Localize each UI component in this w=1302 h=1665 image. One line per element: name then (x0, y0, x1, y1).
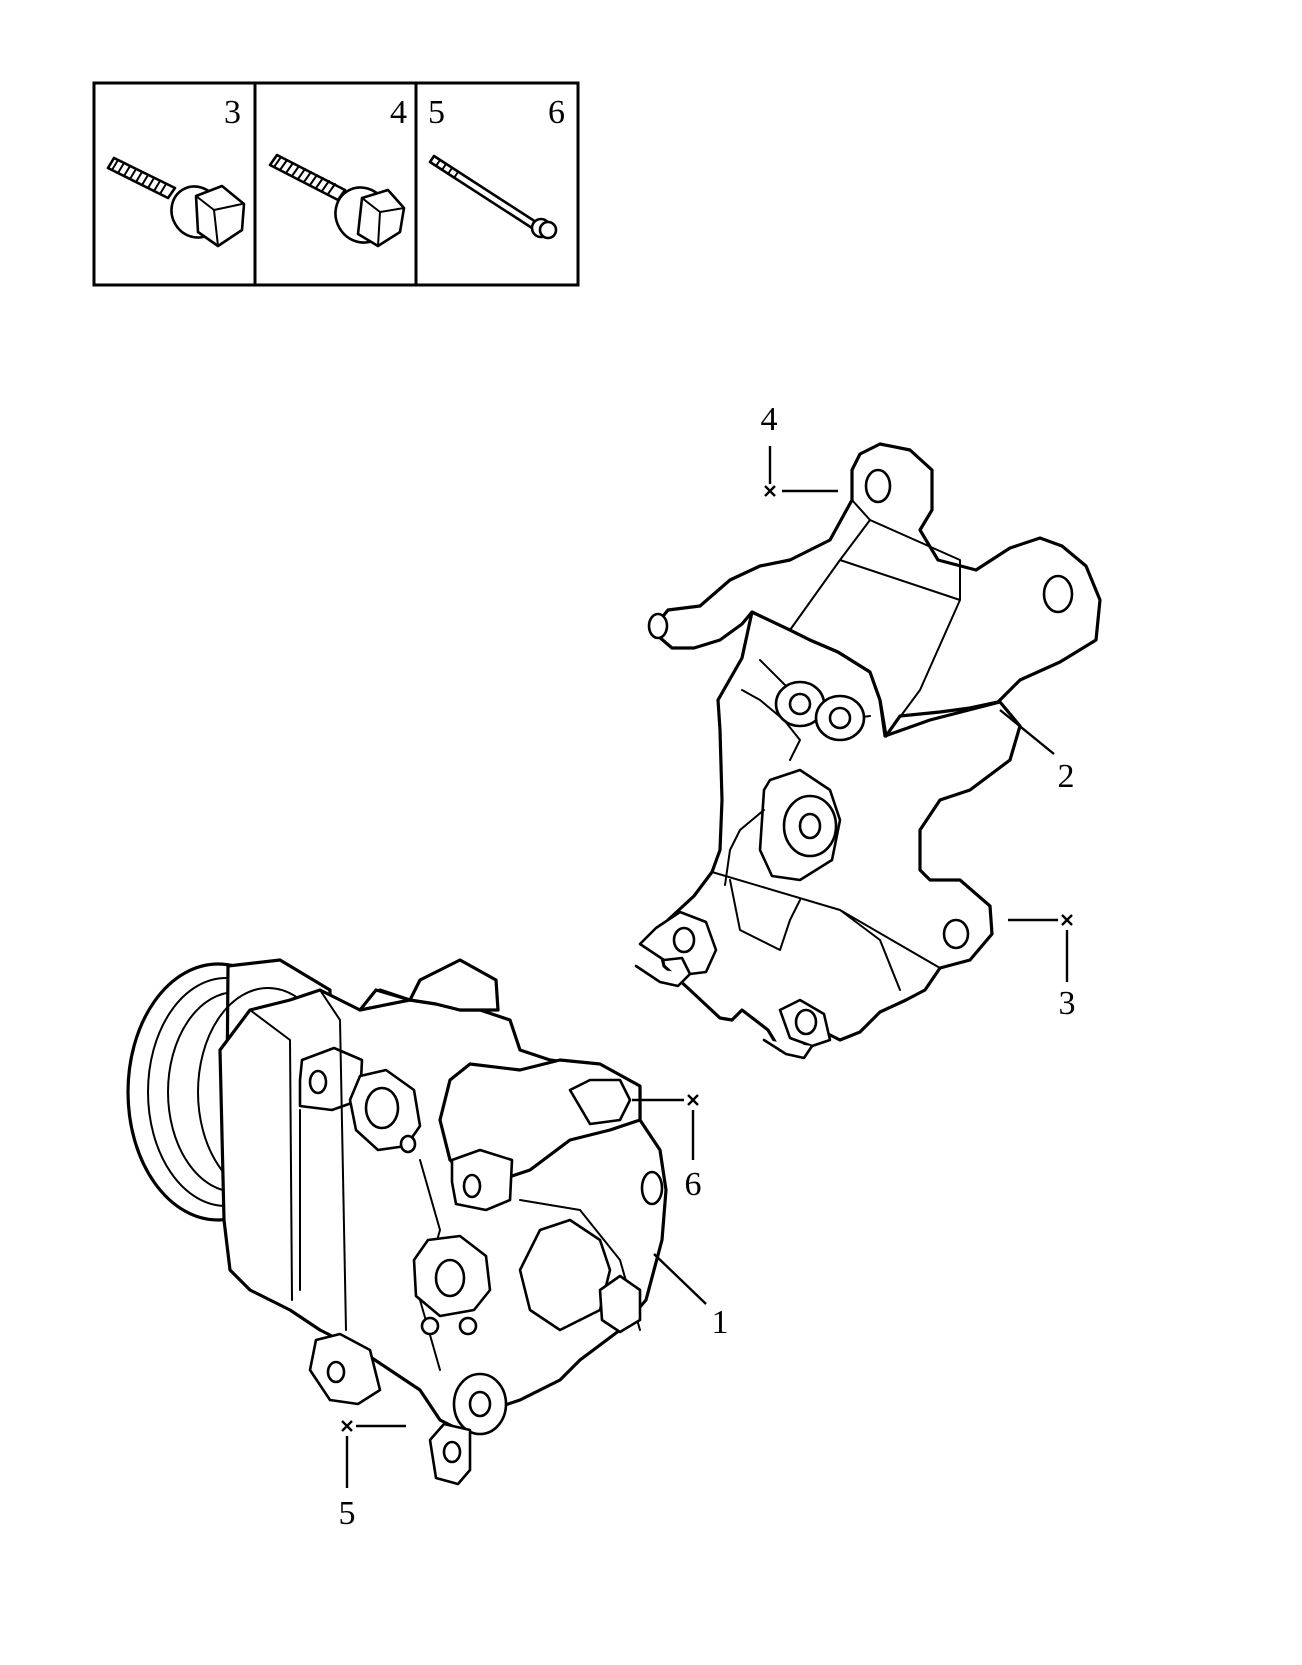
x-marker-icon (341, 1420, 353, 1432)
callout-label-3: 3 (1059, 985, 1076, 1022)
legend-label-6: 6 (548, 94, 565, 131)
legend-label-5: 5 (428, 94, 445, 131)
flange-bolt-icon (268, 153, 406, 248)
legend-label-3: 3 (224, 94, 241, 131)
x-marker-icon (687, 1094, 699, 1106)
callout-1: 1 (653, 1253, 729, 1341)
callout-6: 6 (632, 1094, 702, 1203)
callout-3: 3 (1008, 914, 1076, 1022)
callout-label-6: 6 (685, 1166, 702, 1203)
callout-label-5: 5 (339, 1495, 356, 1532)
callout-5: 5 (339, 1420, 406, 1532)
callout-label-4: 4 (761, 401, 778, 438)
ac-compressor (126, 958, 668, 1486)
bolt-with-washer-icon (106, 156, 246, 248)
callout-2: 2 (999, 709, 1075, 795)
fastener-legend: 3 4 5 6 (92, 81, 580, 287)
compressor-bracket (634, 442, 1102, 1060)
x-marker-icon (1061, 914, 1073, 926)
legend-label-4: 4 (390, 94, 407, 131)
callout-label-2: 2 (1058, 758, 1075, 795)
x-marker-icon (764, 485, 776, 497)
callout-label-1: 1 (712, 1304, 729, 1341)
long-stud-bolt-icon (428, 154, 558, 240)
callout-4: 4 (761, 401, 838, 497)
